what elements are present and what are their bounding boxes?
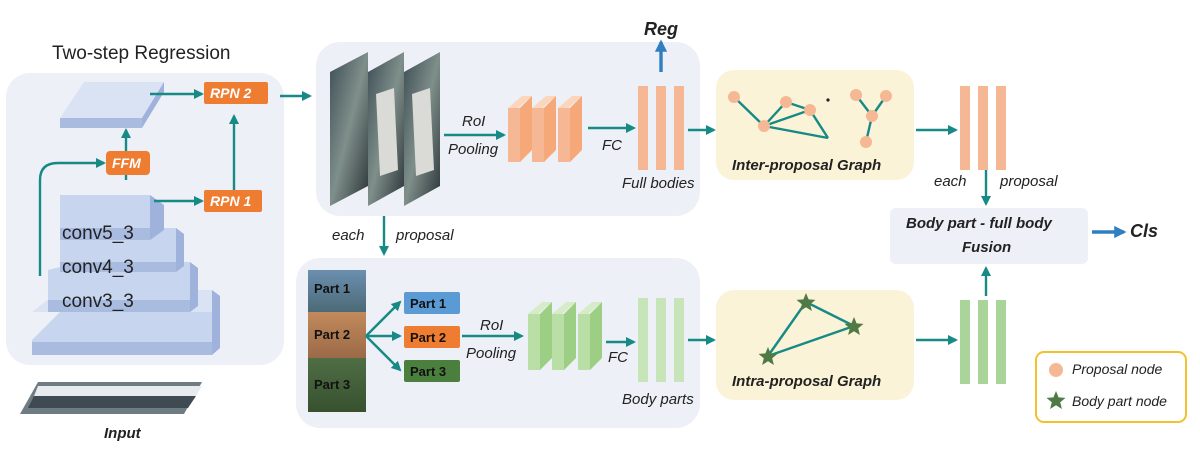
part-split-arrows bbox=[365, 300, 403, 372]
pooling-top-label: Pooling bbox=[448, 141, 499, 158]
body-part-crop bbox=[308, 270, 366, 412]
rpn1-box bbox=[204, 190, 262, 212]
rpn2-label: RPN 2 bbox=[210, 85, 252, 101]
body-parts-label: Body parts bbox=[622, 391, 694, 408]
reg-label: Reg bbox=[644, 19, 679, 39]
inter-graph-panel bbox=[716, 70, 914, 180]
body-part-panel bbox=[296, 258, 700, 428]
each-mid-label: each bbox=[332, 227, 365, 244]
top-fc-bars bbox=[638, 86, 684, 170]
legend-box bbox=[1035, 351, 1187, 423]
ffm-box bbox=[106, 151, 150, 175]
intra-output-bars bbox=[960, 300, 1006, 384]
intra-graph bbox=[767, 300, 855, 358]
full-bodies-label: Full bodies bbox=[622, 175, 695, 192]
box-part3-label: Part 3 bbox=[410, 364, 447, 379]
input-image bbox=[20, 382, 202, 414]
legend-proposal-label: Proposal node bbox=[1072, 361, 1163, 377]
intra-graph-panel bbox=[716, 290, 914, 400]
inter-output-bars bbox=[960, 86, 1006, 170]
pooling-bottom-label: Pooling bbox=[466, 345, 517, 362]
conv5-label: conv5_3 bbox=[62, 223, 134, 244]
crop-part3-label: Part 3 bbox=[314, 377, 351, 392]
cls-label: Cls bbox=[1130, 221, 1159, 241]
conv-layer-stack bbox=[32, 82, 220, 355]
rpn2-box bbox=[204, 82, 268, 104]
roi-bottom-label: RoI bbox=[480, 317, 504, 334]
inter-graph-label: Inter-proposal Graph bbox=[732, 157, 882, 174]
legend-proposal-node-icon bbox=[1049, 363, 1063, 377]
legend-body-part-label: Body part node bbox=[1072, 393, 1167, 409]
rpn1-label: RPN 1 bbox=[210, 193, 252, 209]
proposal-right-label: proposal bbox=[1000, 173, 1058, 190]
fusion-panel bbox=[890, 208, 1088, 264]
body-part-nodes bbox=[758, 293, 864, 365]
each-right-label: each bbox=[934, 173, 967, 190]
crop-part2-label: Part 2 bbox=[314, 327, 351, 342]
fusion-line1: Body part - full body bbox=[906, 215, 1052, 232]
legend-body-part-star-icon bbox=[1046, 391, 1066, 409]
fc-bottom-label: FC bbox=[608, 349, 628, 366]
fc-top-label: FC bbox=[602, 137, 622, 154]
intra-graph-label: Intra-proposal Graph bbox=[732, 373, 882, 390]
fusion-line2: Fusion bbox=[962, 239, 1012, 256]
part1-box bbox=[404, 292, 460, 314]
conv3-label: conv3_3 bbox=[62, 291, 134, 312]
top-arrows bbox=[444, 122, 959, 141]
bottom-arrows bbox=[462, 330, 959, 348]
proposal-nodes bbox=[728, 89, 892, 148]
conv4-label: conv4_3 bbox=[62, 257, 134, 278]
two-step-title: Two-step Regression bbox=[52, 43, 231, 64]
ffm-label: FFM bbox=[112, 155, 141, 171]
full-body-crops bbox=[330, 52, 440, 206]
bottom-roi-features bbox=[528, 302, 602, 370]
part2-box bbox=[404, 326, 460, 348]
crop-part1-label: Part 1 bbox=[314, 281, 351, 296]
box-part2-label: Part 2 bbox=[410, 330, 447, 345]
proposal-mid-label: proposal bbox=[396, 227, 454, 244]
input-label: Input bbox=[104, 425, 141, 442]
part3-box bbox=[404, 360, 460, 382]
roi-top-label: RoI bbox=[462, 113, 486, 130]
box-part1-label: Part 1 bbox=[410, 296, 447, 311]
bottom-fc-bars bbox=[638, 298, 684, 382]
top-roi-features bbox=[508, 96, 582, 162]
